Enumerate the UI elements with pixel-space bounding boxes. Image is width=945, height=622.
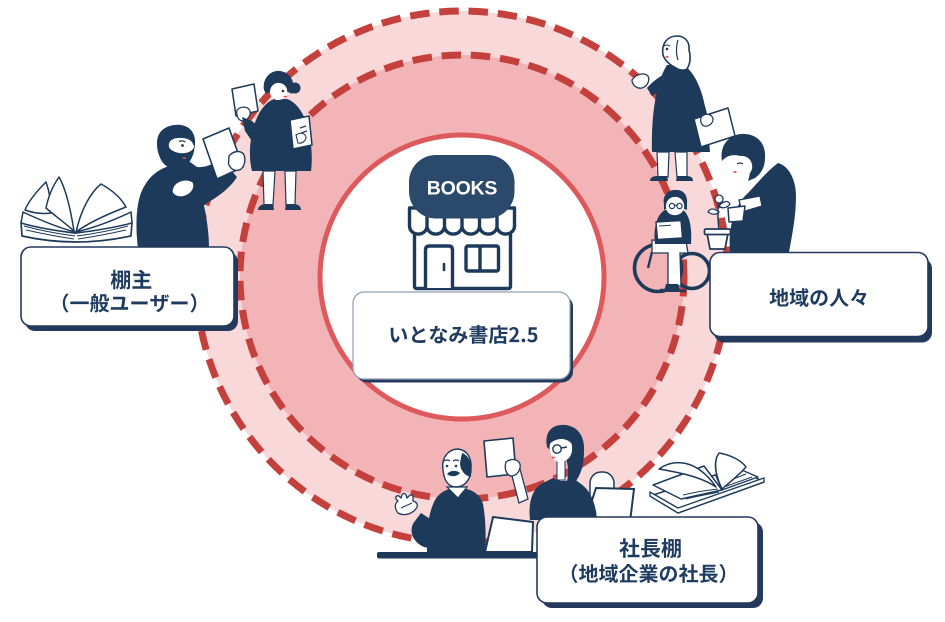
svg-text:BOOKS: BOOKS [427,178,498,200]
